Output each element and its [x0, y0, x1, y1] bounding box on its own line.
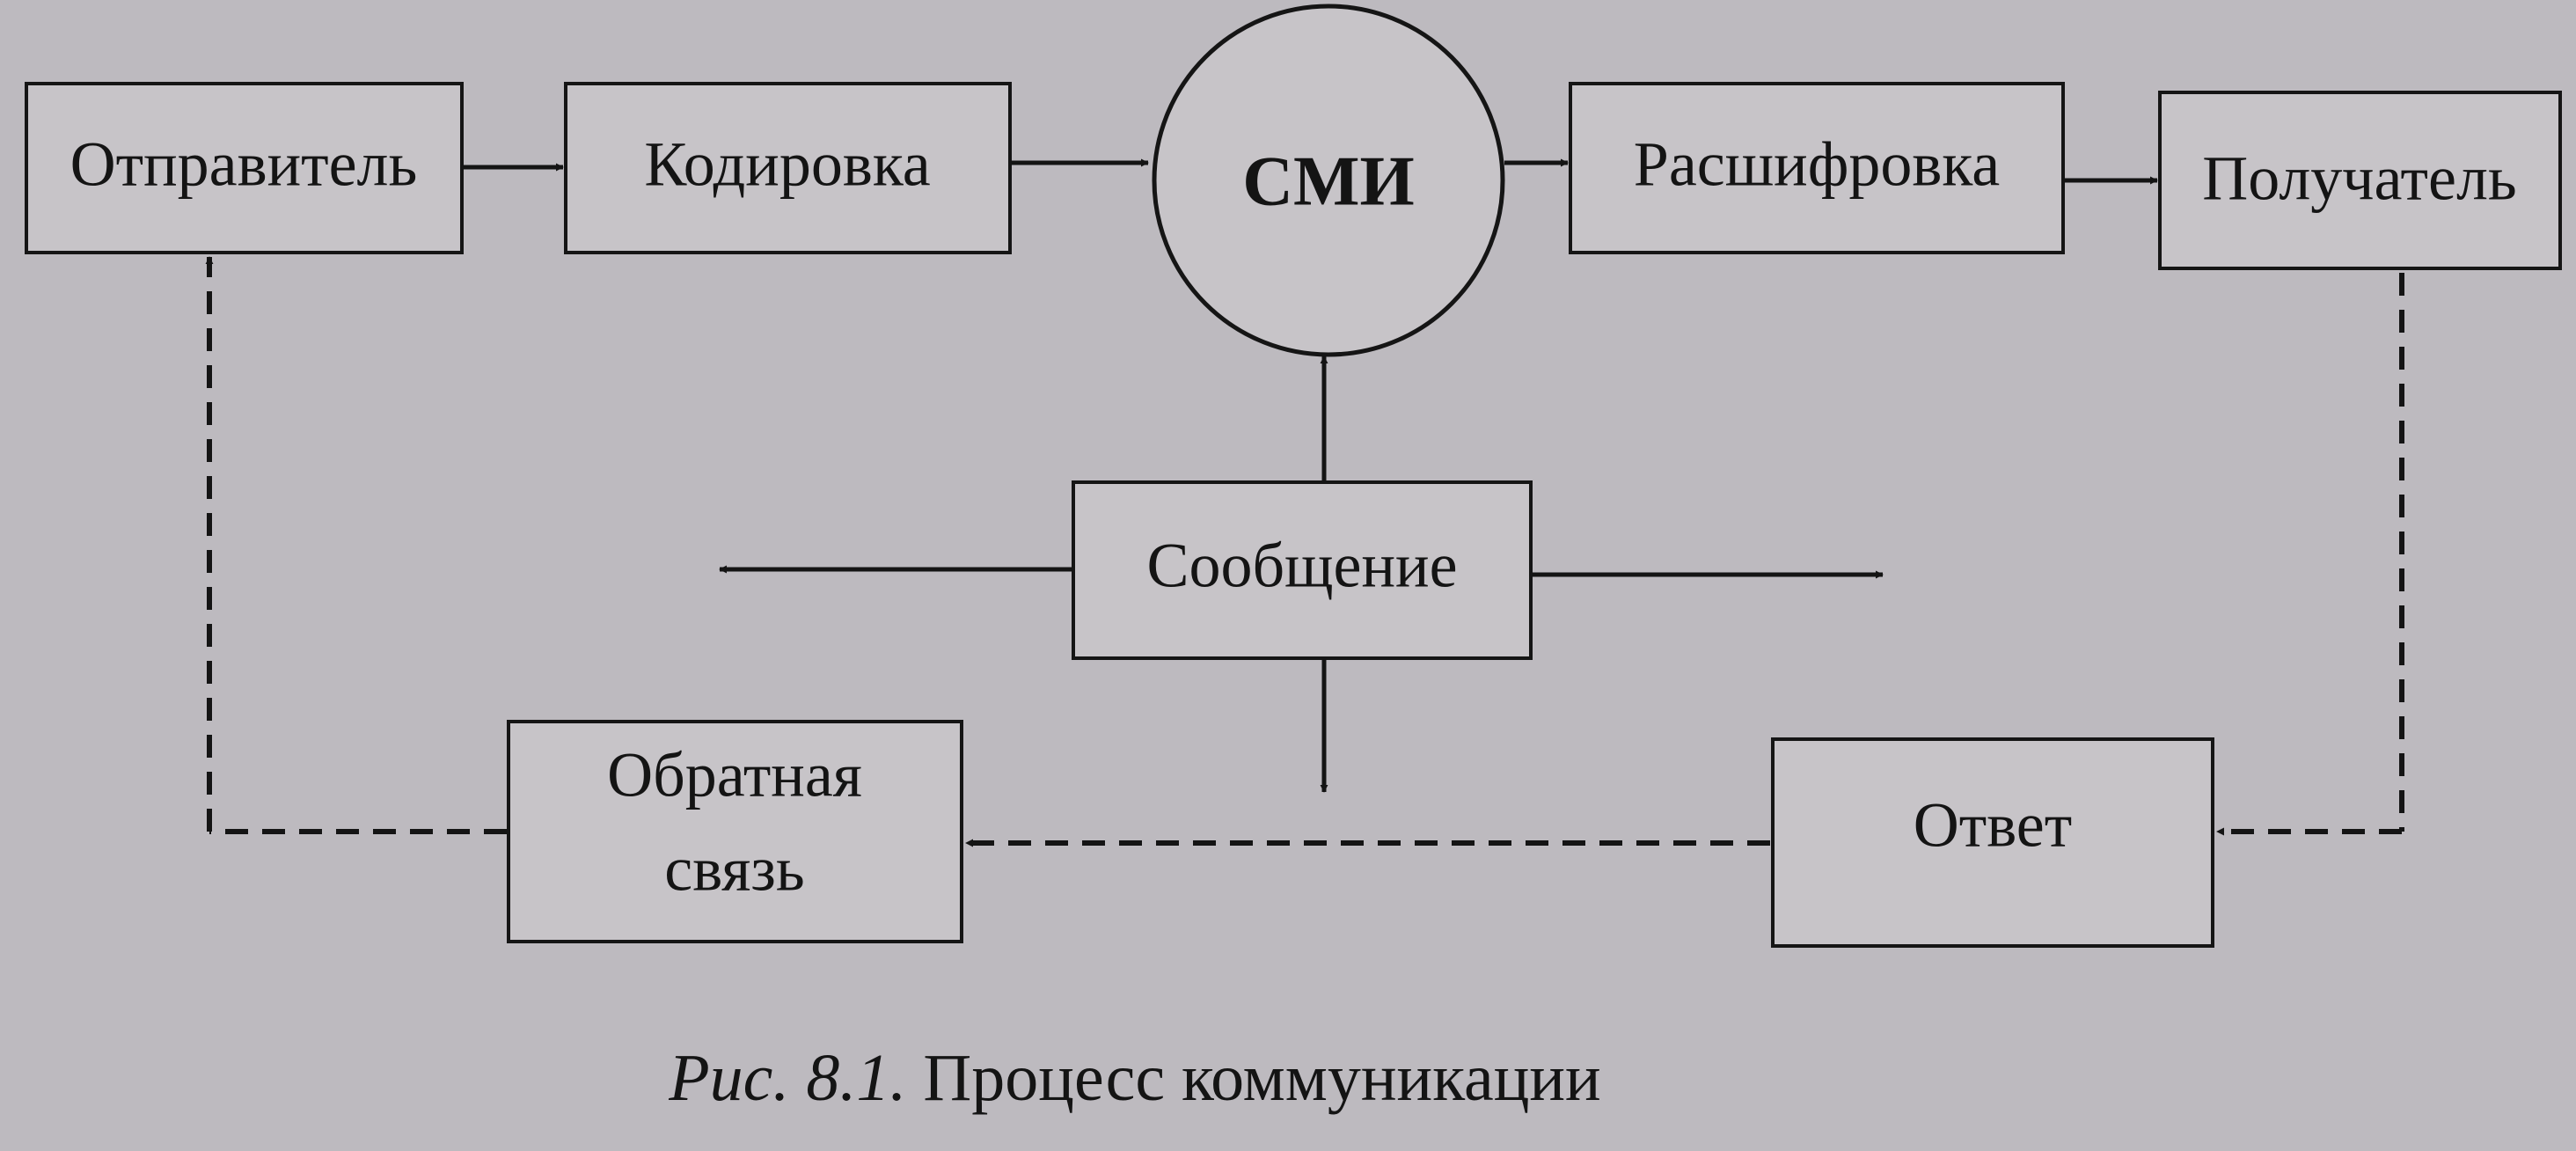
- node-message: Сообщение: [1072, 480, 1533, 660]
- node-media-label: СМИ: [1242, 143, 1415, 220]
- node-response-label: Ответ: [1914, 790, 2072, 861]
- node-decoding: Расшифровка: [1569, 82, 2065, 254]
- figure-caption-number: Рис. 8.1.: [668, 1041, 906, 1115]
- node-feedback-label-line2: связь: [664, 834, 804, 905]
- node-response: Ответ: [1771, 737, 2214, 948]
- figure-caption: Рис. 8.1. Процесс коммуникации: [668, 1041, 1600, 1115]
- node-feedback: Обратная связь: [507, 720, 963, 943]
- node-media: СМИ: [1152, 4, 1505, 357]
- node-sender-label: Отправитель: [70, 129, 418, 200]
- node-feedback-label-line1: Обратная: [607, 740, 862, 810]
- node-receiver-label: Получатель: [2202, 143, 2516, 214]
- node-decoding-label: Расшифровка: [1634, 129, 2000, 200]
- node-sender: Отправитель: [25, 82, 464, 254]
- node-encoding: Кодировка: [564, 82, 1012, 254]
- node-message-label: Сообщение: [1146, 531, 1457, 601]
- figure-caption-text: Процесс коммуникации: [906, 1041, 1600, 1115]
- node-receiver: Получатель: [2158, 91, 2562, 270]
- node-encoding-label: Кодировка: [644, 129, 930, 200]
